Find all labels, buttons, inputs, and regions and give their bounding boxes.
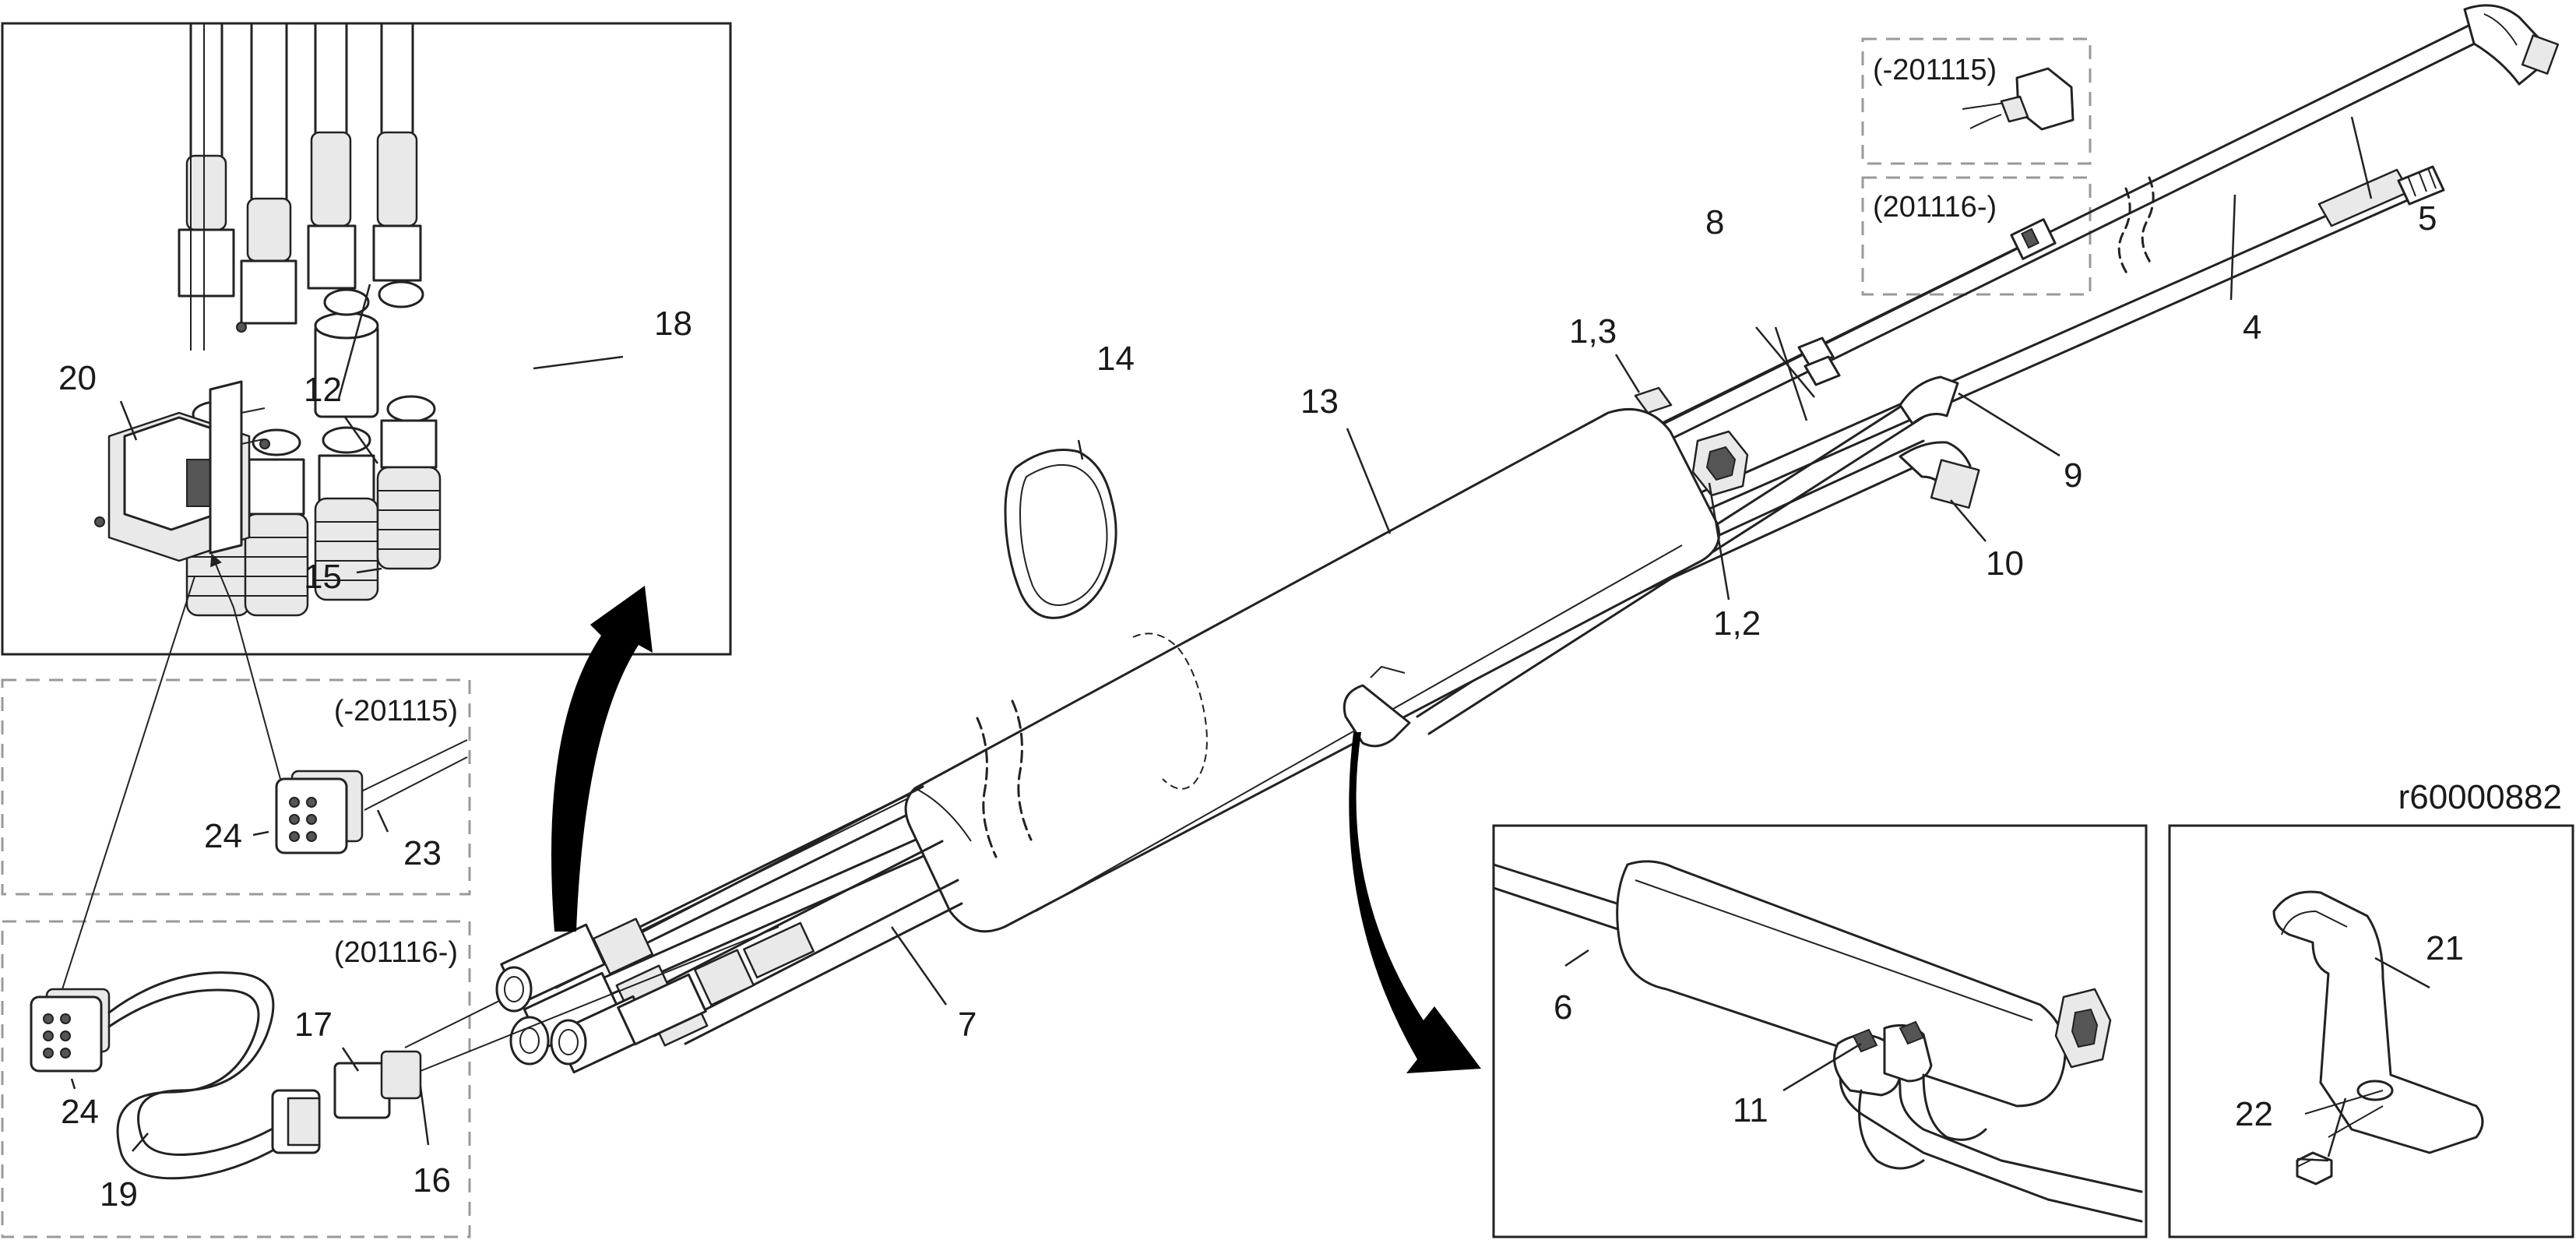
label-22: 22	[2235, 1095, 2273, 1133]
label-17: 17	[294, 1006, 333, 1044]
variant-box-new-left	[1, 920, 471, 1238]
label-8: 8	[1705, 203, 1724, 241]
variant-box-old-top	[1861, 37, 2092, 165]
label-16: 16	[413, 1161, 451, 1199]
label-7: 7	[958, 1006, 977, 1044]
label-14: 14	[1096, 340, 1135, 378]
label-21: 21	[2426, 929, 2464, 967]
clamp-part-1	[1634, 336, 1841, 497]
detail-frame-bracket-mount	[1492, 824, 2148, 1238]
label-9: 9	[2064, 456, 2082, 495]
label-18: 18	[654, 305, 692, 343]
label-12: 12	[304, 371, 342, 409]
ring-part-14	[1004, 449, 1117, 619]
main-hose-assembly	[404, 4, 2560, 1074]
connector-new-variant	[30, 926, 779, 1180]
label-11: 11	[1733, 1091, 1768, 1129]
label-24-new: 24	[61, 1093, 99, 1131]
label-6: 6	[1554, 988, 1572, 1027]
detail-connectors	[94, 22, 442, 617]
variant-box-new-top	[1861, 176, 2092, 296]
label-4: 4	[2243, 308, 2261, 347]
label-13: 13	[1300, 382, 1339, 421]
label-23: 23	[403, 834, 442, 872]
detail-frame-bracket	[2168, 824, 2574, 1238]
pointer-old-to-20	[210, 553, 281, 780]
variant-label-old-top: (-201115)	[1873, 54, 1997, 86]
detail-arrow-up	[551, 586, 653, 932]
detail-arrow-down	[1349, 732, 1481, 1073]
variant-label-new-left: (201116-)	[334, 936, 458, 969]
label-5: 5	[2418, 199, 2437, 238]
pointer-new-to-20	[62, 576, 195, 990]
variant-box-old-left	[1, 678, 471, 896]
leader-lines	[70, 116, 2430, 1162]
variant-label-old-left: (-201115)	[334, 695, 458, 727]
label-10: 10	[1986, 544, 2024, 583]
label-1-3: 1,3	[1569, 312, 1617, 351]
detail-bracket-mount	[1492, 860, 2143, 1223]
sensor-connector-old	[1962, 67, 2075, 131]
drawing-reference: r60000882	[2398, 778, 2562, 816]
quick-couplings-front	[495, 918, 815, 1074]
label-15: 15	[304, 558, 342, 596]
label-20: 20	[58, 359, 97, 397]
label-1-2: 1,2	[1713, 604, 1761, 643]
connector-old-variant	[275, 739, 468, 854]
variant-label-new-top: (201116-)	[1873, 191, 1997, 224]
label-24-old: 24	[204, 817, 242, 855]
detail-frame-connectors	[1, 22, 732, 656]
label-19: 19	[100, 1175, 138, 1214]
